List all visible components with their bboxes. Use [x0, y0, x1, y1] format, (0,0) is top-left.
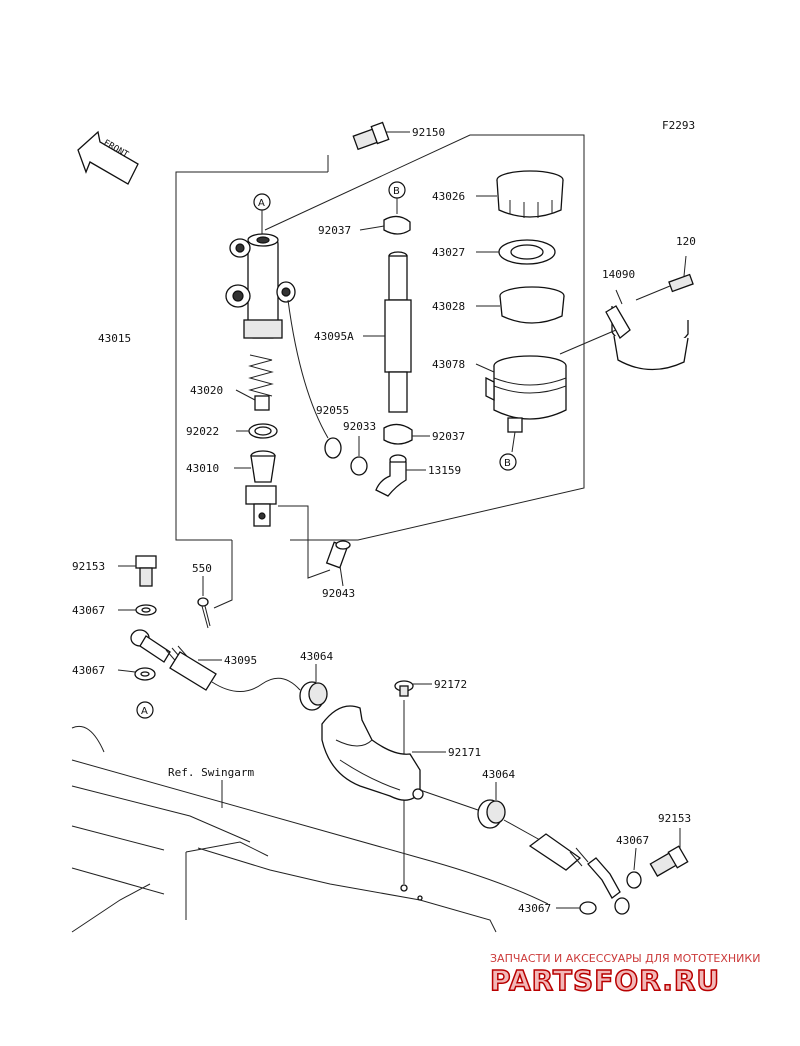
- circlip-92033: [350, 436, 368, 476]
- clamp-92037-bottom: [383, 423, 430, 445]
- screw-120: [635, 255, 694, 301]
- washer-92022: [236, 423, 278, 439]
- watermark: ЗАПЧАСТИ И АКСЕССУАРЫ ДЛЯ МОТОТЕХНИКИ PA…: [489, 952, 760, 998]
- label-43064-lower: 43064: [482, 768, 515, 781]
- label-43026: 43026: [432, 190, 465, 203]
- watermark-brand: PARTSFOR.RU: [490, 964, 720, 997]
- diagram-code: F2293: [662, 119, 695, 132]
- assembly-outline: [175, 134, 585, 541]
- label-92043: 92043: [322, 587, 355, 600]
- hose-43095a: [363, 251, 412, 413]
- bolt-92150: [352, 121, 410, 151]
- grommet-43064-lower: [419, 782, 506, 829]
- bolt-92153-left: [118, 555, 157, 587]
- ref-b-top: B: [388, 181, 406, 214]
- label-13159: 13159: [428, 464, 461, 477]
- label-43027: 43027: [432, 246, 465, 259]
- front-arrow-icon: FRONT: [77, 130, 139, 185]
- label-92033: 92033: [343, 420, 376, 433]
- label-43067-upper: 43067: [72, 604, 105, 617]
- svg-text:B: B: [504, 458, 511, 469]
- label-92172: 92172: [434, 678, 467, 691]
- label-92171: 92171: [448, 746, 481, 759]
- label-43095: 43095: [224, 654, 257, 667]
- grommet-43064-upper: [299, 664, 328, 711]
- ref-a-top: A: [253, 193, 271, 236]
- label-43067-lower: 43067: [72, 664, 105, 677]
- label-92055: 92055: [316, 404, 349, 417]
- bracket-14090: [559, 289, 689, 371]
- svg-text:B: B: [393, 186, 400, 197]
- label-120: 120: [676, 235, 696, 248]
- clamp-92171: [321, 705, 446, 801]
- washer-43067-right-lower: [556, 901, 597, 915]
- cap-43026: [476, 170, 564, 218]
- washer-43067-lower: [117, 667, 156, 681]
- ref-swingarm-label: Ref. Swingarm: [168, 766, 254, 779]
- label-43028: 43028: [432, 300, 465, 313]
- label-550: 550: [192, 562, 212, 575]
- cotter-pin-550: [197, 576, 211, 629]
- o-ring-92055: [287, 299, 342, 459]
- label-43067-right-upper: 43067: [616, 834, 649, 847]
- label-92150: 92150: [412, 126, 445, 139]
- svg-text:A: A: [258, 198, 265, 209]
- label-92153-right: 92153: [658, 812, 691, 825]
- label-43015: 43015: [98, 332, 131, 345]
- watermark-tagline: ЗАПЧАСТИ И АКСЕССУАРЫ ДЛЯ МОТОТЕХНИКИ: [490, 952, 760, 965]
- diaphragm-43028: [476, 286, 565, 324]
- spring-43020: [235, 354, 274, 411]
- plate-43027: [476, 239, 556, 265]
- label-92037-top: 92037: [318, 224, 351, 237]
- label-43095a: 43095A: [314, 330, 354, 343]
- label-92022: 92022: [186, 425, 219, 438]
- label-43020: 43020: [190, 384, 223, 397]
- label-43078: 43078: [432, 358, 465, 371]
- brake-hose-43095: [130, 629, 301, 692]
- washer-43067-upper: [118, 604, 157, 616]
- reservoir-43078: [475, 355, 567, 453]
- label-92153-left: 92153: [72, 560, 105, 573]
- push-rod-43010: [234, 450, 277, 527]
- svg-text:A: A: [141, 706, 148, 717]
- ref-b-bottom: B: [499, 453, 517, 471]
- label-43010: 43010: [186, 462, 219, 475]
- clamp-92037-top: [359, 215, 411, 235]
- elbow-13159: [375, 454, 426, 497]
- bolt-92153-right: [649, 828, 689, 877]
- master-cylinder-body: [225, 233, 296, 339]
- label-92037-bottom: 92037: [432, 430, 465, 443]
- swingarm-outline: [71, 726, 549, 933]
- label-43064-upper: 43064: [300, 650, 333, 663]
- washer-43067-right-upper: [626, 847, 642, 889]
- label-43067-right-lower: 43067: [518, 902, 551, 915]
- ref-a-bottom: A: [136, 701, 154, 719]
- label-14090: 14090: [602, 268, 635, 281]
- joint-pin-92043: [278, 505, 351, 587]
- hose-lower-end: [503, 819, 630, 915]
